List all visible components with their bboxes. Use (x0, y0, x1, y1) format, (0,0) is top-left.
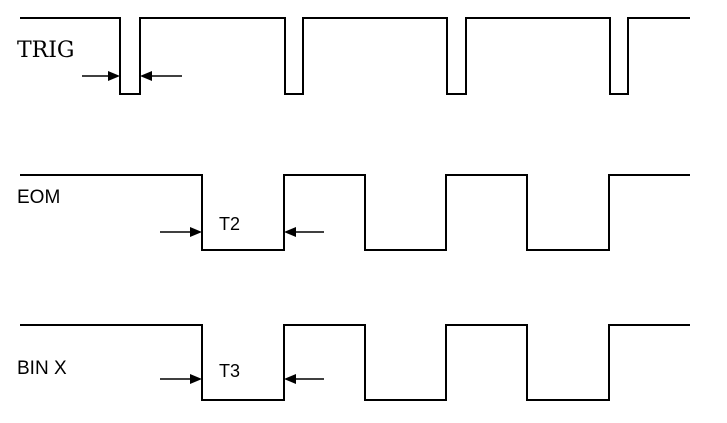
t2-label: T2 (219, 214, 240, 234)
t3-arrow-left (160, 374, 202, 384)
trig-width-arrow-right (140, 71, 182, 81)
trig-label: TRIG (17, 38, 75, 63)
bin-waveform (20, 324, 690, 401)
bin-label: BIN X (17, 358, 67, 379)
t3-arrow-right (284, 374, 324, 384)
eom-waveform (20, 174, 690, 251)
trig-width-arrow-left (82, 71, 120, 81)
t3-label: T3 (219, 361, 240, 381)
t2-arrow-right (284, 227, 324, 237)
t2-arrow-left (160, 227, 202, 237)
trig-waveform (20, 17, 690, 95)
eom-label: EOM (17, 187, 60, 208)
